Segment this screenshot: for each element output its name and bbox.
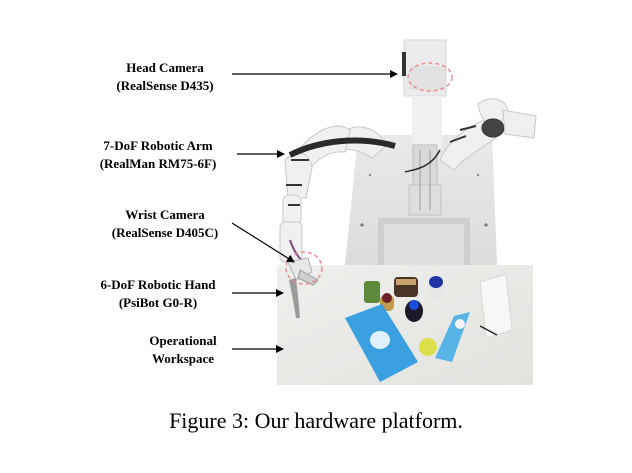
label-robotic-arm-title: 7-DoF Robotic Arm: [103, 138, 213, 153]
right-arm: [404, 98, 537, 173]
head-column: [402, 39, 447, 216]
label-robotic-hand-model: (PsiBot G0-R): [118, 295, 198, 310]
left-arm: [279, 125, 396, 264]
workspace-objects: [345, 273, 513, 382]
arrow-wrist-camera: [231, 222, 295, 263]
label-robotic-arm: 7-DoF Robotic Arm (RealMan RM75-6F): [83, 137, 233, 173]
figure-caption: Figure 3: Our hardware platform.: [169, 408, 463, 433]
label-workspace-line2: Workspace: [151, 351, 215, 366]
label-robotic-arm-model: (RealMan RM75-6F): [99, 156, 217, 171]
label-wrist-camera-model: (RealSense D405C): [111, 225, 219, 240]
label-wrist-camera-title: Wrist Camera: [125, 207, 205, 222]
wrist-camera-highlight: [285, 251, 323, 285]
label-workspace-line1: Operational: [149, 333, 217, 348]
label-head-camera: Head Camera (RealSense D435): [100, 59, 230, 95]
label-workspace: Operational Workspace: [128, 332, 238, 368]
label-head-camera-title: Head Camera: [126, 60, 204, 75]
label-wrist-camera: Wrist Camera (RealSense D405C): [95, 206, 235, 242]
label-robotic-hand: 6-DoF Robotic Hand (PsiBot G0-R): [83, 276, 233, 312]
label-robotic-hand-title: 6-DoF Robotic Hand: [100, 277, 216, 292]
head-camera-highlight: [407, 62, 453, 92]
label-head-camera-model: (RealSense D435): [116, 78, 214, 93]
